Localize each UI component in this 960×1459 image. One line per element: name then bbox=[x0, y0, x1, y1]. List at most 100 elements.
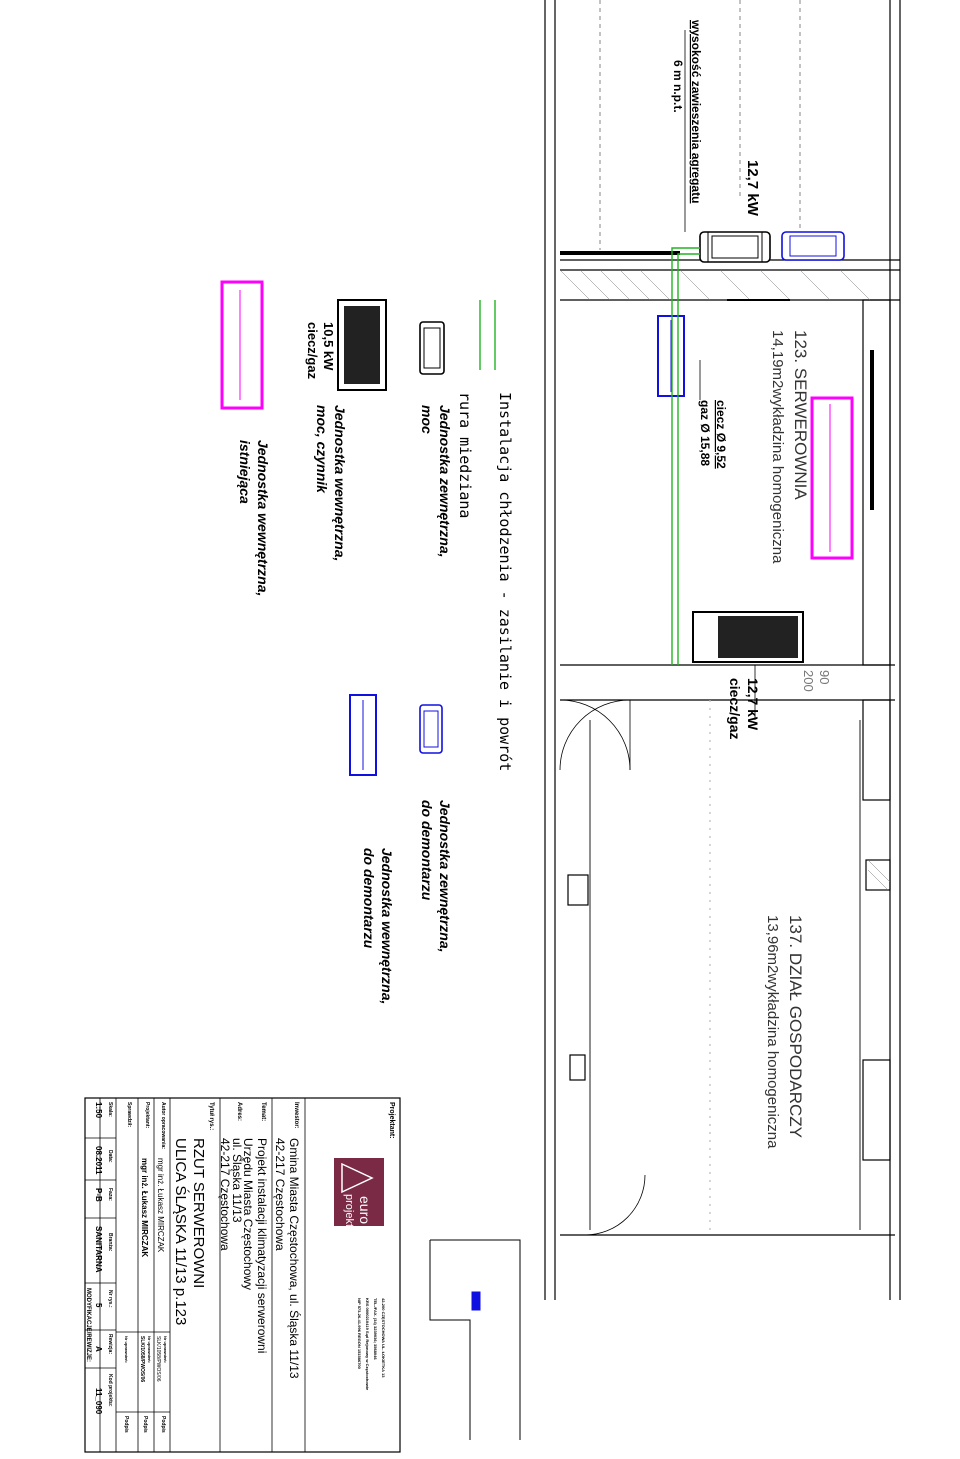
logo-word-1: euro bbox=[357, 1196, 373, 1224]
legend-indoor-demo-symbol bbox=[349, 694, 377, 776]
legend-pipe-text: Instalacja chłodzenia - zasilanie i powr… bbox=[456, 392, 514, 771]
legend-indoor-new-line2: moc, czynnik bbox=[314, 405, 330, 494]
svg-text:14,19m2wykładzina homogeniczna: 14,19m2wykładzina homogeniczna bbox=[769, 330, 786, 564]
indoor-media: ciecz/gaz bbox=[727, 678, 743, 739]
legend-indoor-power: 10,5 kW bbox=[321, 322, 336, 371]
company-line-4: NIP 573-26-41-996 REGON 151586700 bbox=[357, 1298, 362, 1370]
tb-code-label: Kod projektu: bbox=[107, 1374, 113, 1407]
building-walls bbox=[544, 0, 901, 1300]
tb-code: 11_090 bbox=[94, 1388, 103, 1415]
logo-word-2: projekt bbox=[343, 1194, 355, 1227]
room-137-label: 137. DZIAŁ GOSPODARCZY 13,96m2wykładzina… bbox=[764, 915, 805, 1149]
tb-checker-label: Sprawdził: bbox=[126, 1102, 132, 1127]
room-137-area: 13,96m2 bbox=[764, 915, 781, 973]
room-123-area: 14,19m2 bbox=[769, 330, 786, 388]
room-123-label: 123. SERWEROWNIA 14,19m2wykładzina homog… bbox=[769, 330, 810, 564]
indoor-unit-new-plan bbox=[692, 611, 804, 663]
company-line-2: TEL./FAX. (34) 3239036; 3568046 bbox=[373, 1298, 378, 1360]
tb-author-label: Autor opracowania: bbox=[160, 1102, 166, 1149]
tb-sheet: 5 bbox=[94, 1303, 103, 1308]
tb-branch-label: Branża: bbox=[107, 1233, 113, 1252]
tb-author-name: mgr inż. Łukasz MIRCZAK bbox=[156, 1158, 165, 1253]
room-123-name: SERWEROWNIA bbox=[791, 368, 810, 501]
tb-designer2-label: Projektant: bbox=[144, 1102, 150, 1128]
tb-designer2-perm-label: Nr uprawnień: bbox=[147, 1336, 152, 1363]
tb-investor-1: Gmina Miasta Częstochowa, ul. Śląska 11/… bbox=[287, 1138, 302, 1379]
tb-phase-label: Faza: bbox=[107, 1188, 113, 1201]
tb-checker-perm-label: Nr uprawnień: bbox=[124, 1336, 129, 1363]
tb-drawing-2: ULICA ŚLĄSKA 11/13 p.123 bbox=[172, 1138, 190, 1325]
legend-outdoor-demo-line1: Jednostka zewnętrzna, bbox=[437, 800, 453, 953]
legend-existing-symbol bbox=[220, 280, 264, 410]
tb-address-label: Adres: bbox=[236, 1102, 242, 1121]
legend-existing-text: Jednostka wewnętrzna, istniejąca bbox=[237, 440, 271, 596]
tb-author-perm: SLK/1058/PWOS/06 bbox=[155, 1336, 161, 1382]
legend-indoor-new-line1: Jednostka wewnętrzna, bbox=[332, 405, 348, 561]
tb-rev-label: Rewizja: bbox=[107, 1334, 113, 1354]
legend-pipe-line1: Instalacja chłodzenia - zasilanie i powr… bbox=[496, 392, 514, 771]
legend-indoor-new-symbol bbox=[337, 299, 387, 391]
refrigerant-piping bbox=[671, 247, 700, 665]
tb-phase: P-B bbox=[94, 1188, 103, 1202]
key-plan bbox=[429, 1239, 521, 1440]
legend-indoor-new-text: Jednostka wewnętrzna, moc, czynnik bbox=[314, 405, 348, 561]
door-dim-a: 90 bbox=[817, 670, 832, 684]
legend-existing-line1: Jednostka wewnętrzna, bbox=[255, 440, 271, 596]
tb-sign-label-3: Podpis bbox=[123, 1416, 129, 1433]
legend-outdoor-demo-line2: do demontarzu bbox=[419, 800, 435, 901]
mount-height-value: 6 m n.p.t. bbox=[671, 60, 685, 113]
tb-author-perm-label: Nr uprawnień: bbox=[163, 1336, 168, 1363]
tb-scale-label: Skala: bbox=[107, 1102, 113, 1117]
tb-investor-label: Inwestor: bbox=[293, 1102, 299, 1129]
logo-triangle-icon bbox=[341, 1162, 374, 1194]
indoor-power: 12,7 kW bbox=[745, 678, 761, 731]
legend-outdoor-demo-text: Jednostka zewnętrzna, do demontarzu bbox=[419, 800, 453, 953]
tb-investor-2: 42-217 Częstochowa bbox=[273, 1138, 287, 1251]
outdoor-unit-new bbox=[699, 231, 771, 263]
legend-pipe-line2: rura miedziana bbox=[456, 392, 474, 518]
room-123-number: 123. bbox=[791, 330, 810, 363]
tb-sheet-label: Nr rys.: bbox=[107, 1290, 113, 1308]
tb-scale: 1:50 bbox=[94, 1102, 103, 1119]
tb-mods: MODYFIKACJE/REWIZJE: bbox=[85, 1288, 91, 1362]
outdoor-power: 12,7 kW bbox=[744, 160, 761, 217]
svg-text:137. DZIAŁ GOSPODARCZY: 137. DZIAŁ GOSPODARCZY bbox=[786, 915, 805, 1138]
indoor-unit-demolish-plan bbox=[657, 315, 685, 397]
door-dimension: 90 200 bbox=[801, 670, 832, 692]
outdoor-unit-label: 12,7 kW bbox=[744, 160, 761, 217]
tb-date-label: Data: bbox=[107, 1150, 113, 1163]
svg-text:13,96m2wykładzina homogeniczna: 13,96m2wykładzina homogeniczna bbox=[764, 915, 781, 1149]
tb-drawing-1: RZUT SERWEROWNI bbox=[190, 1138, 207, 1288]
tb-designer-label: Projektant: bbox=[388, 1102, 395, 1139]
tb-address-1: ul. Śląska 11/13 bbox=[230, 1138, 245, 1223]
legend-outdoor-new-line2: moc bbox=[419, 405, 435, 434]
room-137-number: 137. bbox=[786, 915, 805, 948]
mount-height-label: wysokość zawieszenia agregatu 6 m n.p.t. bbox=[671, 19, 703, 203]
room-123-floor: wykładzina homogeniczna bbox=[769, 387, 786, 564]
mount-height-title: wysokość zawieszenia agregatu bbox=[689, 19, 703, 203]
tb-sign-label: Podpis bbox=[160, 1416, 166, 1433]
legend-outdoor-demo-symbol bbox=[419, 704, 443, 754]
indoor-unit-existing-plan bbox=[810, 396, 854, 560]
tb-sign-label-2: Podpis bbox=[142, 1416, 148, 1433]
euro-projekt-logo bbox=[334, 1158, 384, 1226]
pipe-size-label: ciecz Ø 9,52 gaz Ø 15,88 bbox=[698, 400, 728, 469]
tb-branch: SANITARNA bbox=[94, 1226, 103, 1273]
indoor-unit-label: 12,7 kW ciecz/gaz bbox=[727, 678, 761, 739]
tb-subject-label: Temat: bbox=[260, 1102, 266, 1121]
facade-hatch bbox=[559, 269, 891, 891]
company-line-1: 42-200 CZĘSTOCHOWA UL. ŁOKIETKA 13 bbox=[381, 1298, 386, 1378]
tb-address-2: 42-217 Częstochowa bbox=[218, 1138, 232, 1251]
tb-date: 08.2011 bbox=[94, 1146, 103, 1175]
tb-designer2-perm: SLK/1058/PWOS/06 bbox=[139, 1336, 145, 1382]
leader-lines bbox=[684, 30, 756, 720]
tb-subject-2: Urzędu Miasta Częstochowy bbox=[241, 1138, 255, 1290]
legend-indoor-demo-line1: Jednostka wewnętrzna, bbox=[379, 848, 395, 1004]
svg-text:123. SERWEROWNIA: 123. SERWEROWNIA bbox=[791, 330, 810, 500]
tb-drawing-label: Tytuł rys.: bbox=[208, 1102, 214, 1130]
legend-indoor-new-power: 10,5 kW ciecz/gaz bbox=[305, 322, 336, 380]
pipe-gas: gaz Ø 15,88 bbox=[698, 400, 712, 466]
legend-indoor-demo-text: Jednostka wewnętrzna, do demontarzu bbox=[361, 848, 395, 1004]
